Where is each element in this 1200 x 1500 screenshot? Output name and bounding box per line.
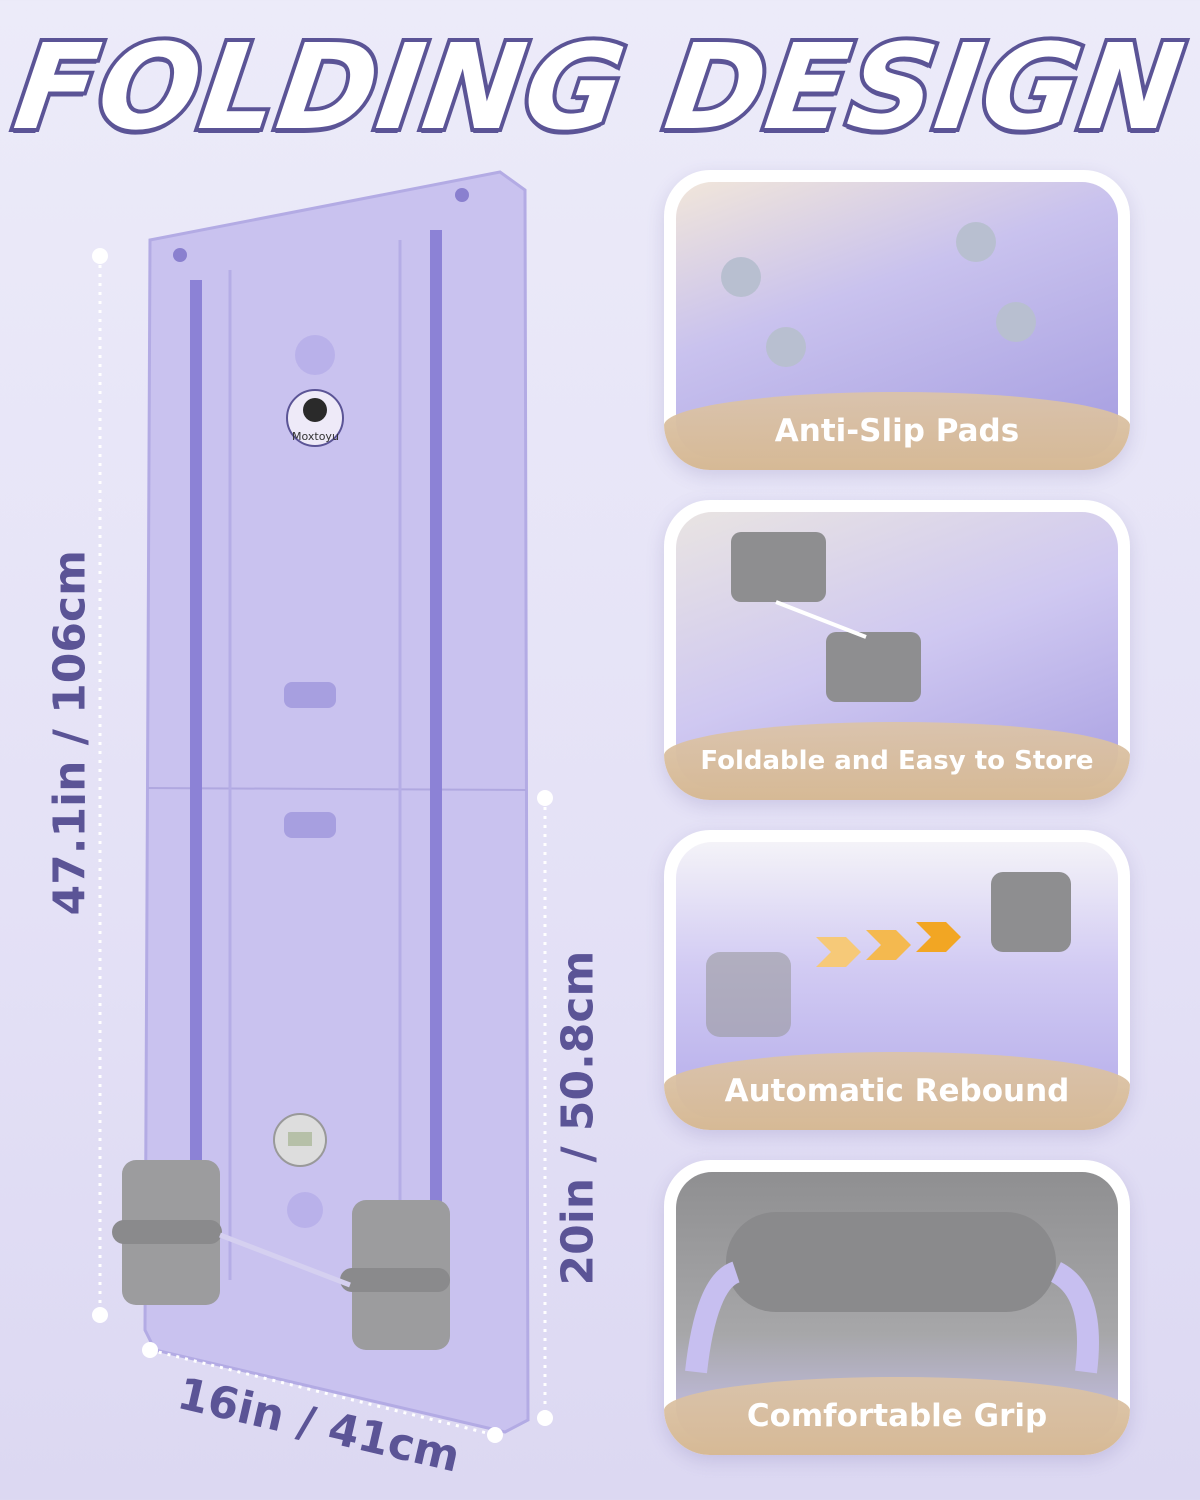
- rail-right: [430, 230, 442, 1280]
- feature-label: Comfortable Grip: [664, 1377, 1130, 1455]
- grip-right: [340, 1268, 450, 1292]
- handle-slot: [284, 682, 336, 708]
- feature-label: Automatic Rebound: [664, 1052, 1130, 1130]
- feature-label: Foldable and Easy to Store: [664, 722, 1130, 800]
- grip-left: [112, 1220, 222, 1244]
- grip-photo: [685, 1212, 1099, 1374]
- brand-logo: Moxtoyu: [292, 430, 339, 443]
- dimension-folded-label: 20in / 50.8cm: [552, 950, 604, 1286]
- anti-slip-pads-photo: [721, 222, 1036, 367]
- feature-card-grip: Comfortable Grip: [664, 1160, 1130, 1455]
- mount-hole: [173, 248, 187, 262]
- dimension-total-label: 47.1in / 106cm: [44, 550, 96, 916]
- handle-slot: [284, 812, 336, 838]
- fold-line: [147, 787, 527, 791]
- foldable-photo: [731, 532, 921, 702]
- feature-label: Anti-Slip Pads: [664, 392, 1130, 470]
- mount-hole: [455, 188, 469, 202]
- feature-card-anti-slip: Anti-Slip Pads: [664, 170, 1130, 470]
- feature-card-rebound: Automatic Rebound: [664, 830, 1130, 1130]
- feature-card-foldable: Foldable and Easy to Store: [664, 500, 1130, 800]
- rebound-photo: [706, 872, 1071, 1037]
- rail-left: [190, 280, 202, 1280]
